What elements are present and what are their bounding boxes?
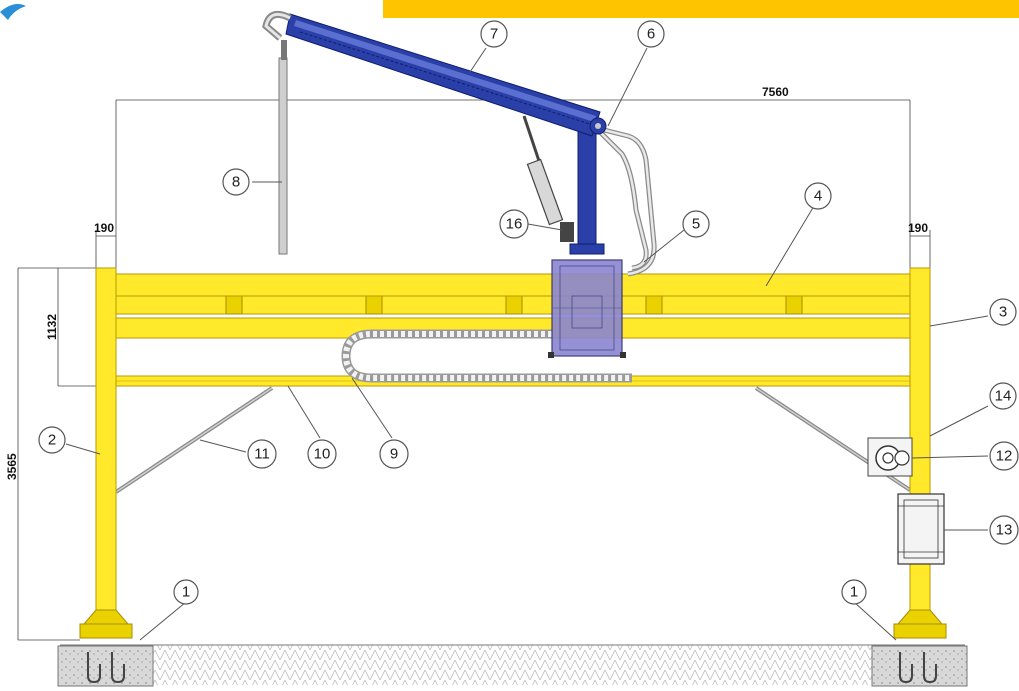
- callout-8: 8: [222, 168, 250, 196]
- callout-4: 4: [804, 182, 832, 210]
- callout-5: 5: [682, 210, 710, 238]
- foundation-left: [57, 645, 154, 687]
- svg-text:14: 14: [995, 388, 1012, 405]
- callout-1-left: 1: [173, 579, 199, 605]
- svg-text:16: 16: [506, 216, 523, 233]
- dim-total-height: 3565: [5, 453, 19, 480]
- callout-10: 10: [307, 439, 337, 469]
- callout-leaders: [65, 47, 989, 641]
- callout-13: 13: [989, 515, 1019, 545]
- left-column: [79, 267, 133, 639]
- ground: [60, 644, 965, 685]
- callout-12: 12: [989, 441, 1019, 471]
- boom-arm: [285, 13, 607, 137]
- main-beam: [115, 273, 911, 339]
- callout-2: 2: [38, 426, 66, 454]
- svg-text:12: 12: [996, 448, 1013, 465]
- svg-text:1: 1: [850, 584, 858, 601]
- callout-1-right: 1: [841, 579, 867, 605]
- svg-text:3: 3: [999, 304, 1007, 321]
- svg-text:11: 11: [254, 446, 270, 463]
- header-bar: [383, 0, 1019, 18]
- callout-9: 9: [379, 439, 409, 469]
- svg-text:13: 13: [996, 522, 1013, 539]
- hose-pipe: [594, 126, 657, 277]
- svg-text:2: 2: [48, 432, 56, 449]
- hose-reel-winch: [867, 437, 913, 477]
- svg-text:6: 6: [647, 26, 655, 43]
- callout-3: 3: [989, 298, 1017, 326]
- trolley-carriage: [548, 259, 626, 358]
- logo-mark: [0, 4, 26, 20]
- loading-hose: [262, 10, 292, 255]
- dim-overall-width: 7560: [762, 85, 789, 99]
- callout-11: 11: [247, 439, 277, 469]
- diagonal-brace-left: [114, 386, 274, 494]
- svg-text:10: 10: [314, 446, 331, 463]
- callout-14: 14: [989, 382, 1017, 410]
- foundation-right: [871, 645, 968, 687]
- dim-left-offset: 190: [94, 221, 114, 235]
- svg-text:4: 4: [814, 188, 822, 205]
- callout-7: 7: [480, 20, 508, 48]
- energy-chain: [341, 329, 632, 383]
- svg-text:5: 5: [692, 216, 700, 233]
- callout-6: 6: [637, 20, 665, 48]
- svg-text:8: 8: [232, 174, 240, 191]
- svg-text:9: 9: [390, 446, 398, 463]
- svg-text:7: 7: [490, 26, 498, 43]
- callout-16: 16: [499, 209, 529, 239]
- riser-column: [569, 125, 605, 255]
- dim-beam-height: 1132: [45, 314, 59, 340]
- svg-text:1: 1: [182, 584, 190, 601]
- control-box: [897, 493, 945, 565]
- dim-right-offset: 190: [908, 221, 928, 235]
- dimension-lines: [17, 99, 931, 641]
- hydraulic-cylinder: [522, 115, 574, 242]
